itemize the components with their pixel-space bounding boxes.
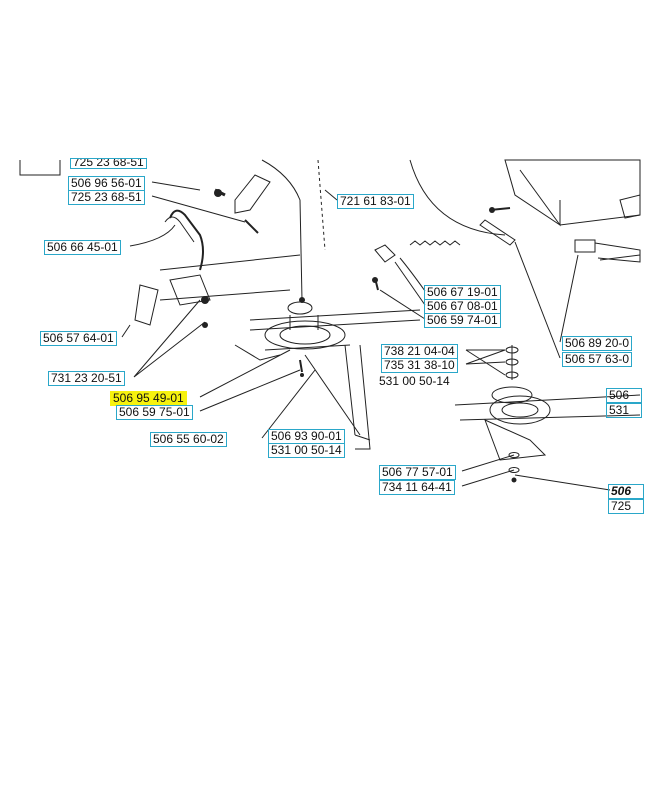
washer-r2 xyxy=(505,358,519,366)
part-label-725-right: 725 xyxy=(608,499,644,514)
bolt-head-a xyxy=(214,189,222,197)
part-label-506939001: 506 93 90-01 xyxy=(268,429,345,444)
pulley-right-main xyxy=(489,395,551,425)
bracket-bar-left xyxy=(234,174,271,214)
rod-left xyxy=(134,284,159,326)
part-label-506664501: 506 66 45-01 xyxy=(44,240,121,255)
frame-line-top-left xyxy=(19,160,61,176)
part-label-725236851: 725 23 68-51 xyxy=(68,190,145,205)
leader-506892001 xyxy=(559,254,579,343)
frame-line-right xyxy=(409,159,506,236)
bolt-head-small xyxy=(372,277,378,283)
leader-531005014b xyxy=(304,344,371,450)
part-label-735313810: 735 31 38-10 xyxy=(381,358,458,373)
part-label-506576301: 506 57 63-0 xyxy=(562,352,633,367)
part-label-731232051: 731 23 20-51 xyxy=(48,371,125,386)
leader-506965601 xyxy=(151,181,201,191)
frame-line-center xyxy=(261,159,303,301)
leader-506-right-bold xyxy=(514,474,611,491)
part-label-506965601: 506 96 56-01 xyxy=(68,176,145,191)
wire-link-left-b xyxy=(164,216,195,243)
spring-coil xyxy=(409,240,461,246)
bolt-center-small xyxy=(299,359,303,373)
part-label-506597501: 506 59 75-01 xyxy=(116,405,193,420)
pin-right xyxy=(511,477,517,483)
wire-link-left xyxy=(169,209,204,271)
leader-506671901 xyxy=(399,257,426,292)
leader-506939001 xyxy=(344,344,371,441)
part-label-506954901-highlighted: 506 95 49-01 xyxy=(110,391,187,406)
nut-left xyxy=(201,296,209,304)
belt-right-bottom xyxy=(459,414,641,421)
bolt-head-right xyxy=(489,207,495,213)
plate-left xyxy=(169,274,211,306)
part-label-506-right-bold: 506 xyxy=(608,484,644,499)
pulley-top xyxy=(287,301,313,315)
belt-left-top xyxy=(159,254,301,271)
pulley-center-inner xyxy=(279,325,331,345)
leader-506597501 xyxy=(199,369,301,412)
part-label-531005014a: 531 00 50-14 xyxy=(379,374,450,388)
part-label-738210404: 738 21 04-04 xyxy=(381,344,458,359)
pin-center xyxy=(300,373,304,377)
leader-506670801 xyxy=(394,261,426,306)
bracket-right xyxy=(574,239,596,253)
part-label-531-right: 531 xyxy=(606,403,642,418)
bracket-right-2 xyxy=(594,242,641,263)
belt-center-b xyxy=(249,319,421,331)
housing-right-inner xyxy=(519,169,561,227)
leader-506556002 xyxy=(261,369,316,439)
leader-506597401 xyxy=(379,289,426,320)
part-label-721618301: 721 61 83-01 xyxy=(337,194,414,209)
part-label-531005014b: 531 00 50-14 xyxy=(268,443,345,458)
leader-721618301 xyxy=(324,189,338,201)
part-label-506892001: 506 89 20-0 xyxy=(562,336,633,351)
belt-center-a xyxy=(249,309,421,321)
pulley-right-top xyxy=(491,386,533,404)
leader-506664501 xyxy=(129,224,176,247)
belt-center-d xyxy=(234,344,281,361)
pulley-right-inner xyxy=(501,402,539,418)
part-label-506556002: 506 55 60-02 xyxy=(150,432,227,447)
spring-bolt-left xyxy=(244,219,259,234)
bracket-right-mid xyxy=(479,219,516,246)
pulley-center-main xyxy=(264,320,346,350)
part-label-506576401: 506 57 64-01 xyxy=(40,331,117,346)
washer-r3 xyxy=(505,371,519,379)
leader-7382-split xyxy=(465,349,506,376)
part-label-734116441: 734 11 64-41 xyxy=(379,480,455,495)
leader-506775701 xyxy=(461,454,515,472)
leader-734116441 xyxy=(461,469,515,487)
part-label-top-cut: 725 23 68-51 xyxy=(70,158,147,169)
arm-right xyxy=(484,419,547,461)
leader-506576401 xyxy=(121,324,131,338)
spring-lever-plate xyxy=(374,244,396,263)
part-label-506-right: 506 xyxy=(606,388,642,403)
leader-731232051 xyxy=(133,299,206,378)
belt-center-c xyxy=(264,344,351,351)
part-label-506597401: 506 59 74-01 xyxy=(424,313,501,328)
leader-506576301 xyxy=(514,241,561,359)
washer-r5 xyxy=(508,467,520,473)
washer-r1 xyxy=(505,346,519,354)
belt-right-top xyxy=(454,394,641,406)
washer-left xyxy=(202,322,208,328)
part-label-506775701: 506 77 57-01 xyxy=(379,465,456,480)
frame-line-mid xyxy=(317,159,326,251)
part-label-506671901: 506 67 19-01 xyxy=(424,285,501,300)
panel-right xyxy=(619,194,641,219)
part-label-506670801: 506 67 08-01 xyxy=(424,299,501,314)
bolt-head-b xyxy=(299,297,305,303)
belt-left-bottom xyxy=(159,289,291,301)
leader-725236851 xyxy=(151,195,246,223)
washer-r4 xyxy=(508,452,520,458)
leader-506954901 xyxy=(199,349,291,398)
housing-right xyxy=(504,159,641,226)
